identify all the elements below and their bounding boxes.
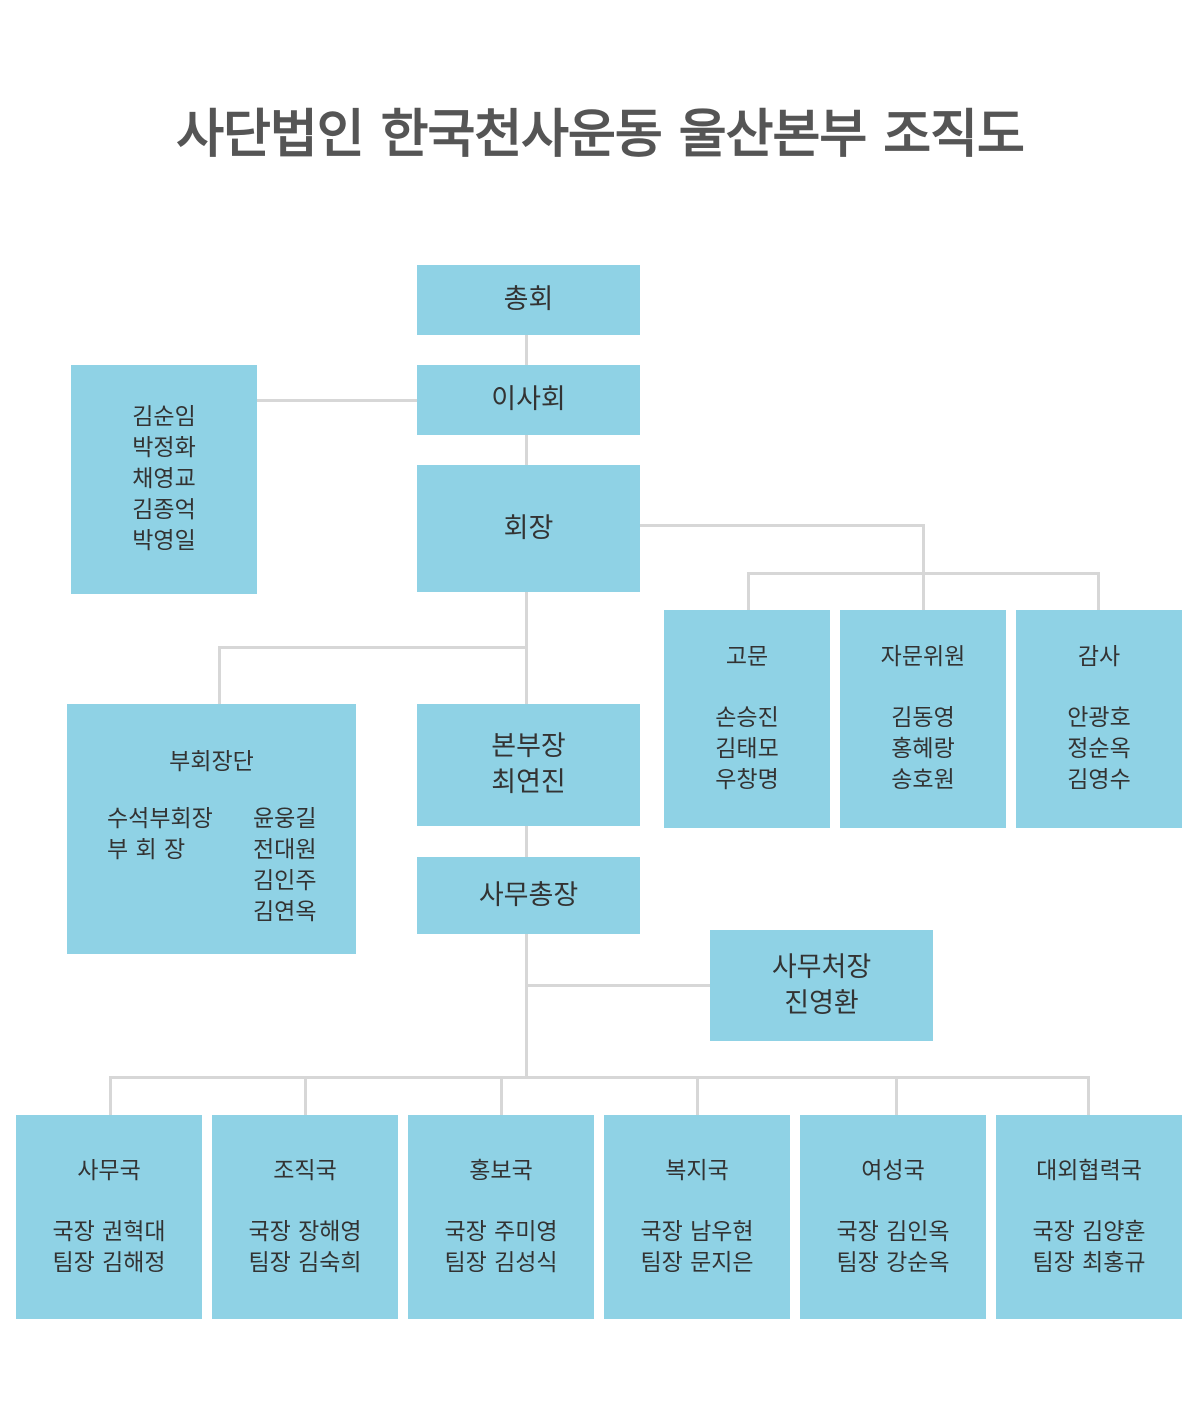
department-box: 사무국 국장 권혁대 팀장 김해정 [16, 1115, 202, 1319]
department-box: 대외협력국 국장 김양훈 팀장 최홍규 [996, 1115, 1182, 1319]
branch-head-name: 최연진 [491, 767, 566, 798]
advisor-member: 김동영 [891, 705, 955, 731]
connector-line [1087, 1076, 1090, 1115]
advisor-title: 자문위원 [880, 644, 966, 670]
department-box: 조직국 국장 장해영 팀장 김숙희 [212, 1115, 398, 1319]
board-member: 김종억 [132, 497, 196, 523]
advisor-box: 감사 안광호 정순옥 김영수 [1016, 610, 1182, 828]
department-director: 국장 김인옥 [836, 1218, 950, 1245]
board-box: 이사회 [417, 365, 640, 435]
board-member: 채영교 [132, 466, 196, 492]
department-leader: 팀장 최홍규 [1032, 1249, 1146, 1276]
advisor-box: 고문 손승진 김태모 우창명 [664, 610, 830, 828]
vice-chairs-row: 김인주 [107, 866, 316, 897]
chairman-label: 회장 [503, 512, 554, 544]
department-leader: 팀장 김해정 [52, 1249, 166, 1276]
connector-line [640, 524, 925, 527]
connector-line [109, 1076, 112, 1115]
office-head-box: 사무처장 진영환 [710, 930, 933, 1041]
department-leader: 팀장 김성식 [444, 1249, 558, 1276]
vice-name: 김인주 [253, 868, 317, 894]
office-head-name: 진영환 [784, 987, 859, 1019]
department-leader: 팀장 문지은 [640, 1249, 754, 1276]
department-name: 조직국 [273, 1157, 337, 1184]
advisor-title: 고문 [725, 644, 769, 670]
department-box: 복지국 국장 남우현 팀장 문지은 [604, 1115, 790, 1319]
general-assembly-label: 총회 [503, 284, 554, 315]
board-members-box: 김순임 박정화 채영교 김종억 박영일 [71, 365, 257, 594]
advisor-member: 우창명 [715, 767, 779, 793]
department-name: 여성국 [861, 1157, 925, 1184]
connector-line [257, 399, 417, 402]
advisor-member: 김영수 [1067, 767, 1131, 793]
connector-line [525, 934, 528, 1078]
connector-line [304, 1076, 307, 1115]
department-name: 대외협력국 [1036, 1157, 1142, 1184]
vice-role: 부 회 장 [107, 837, 186, 863]
board-member: 박정화 [132, 435, 196, 461]
connector-line [109, 1076, 1090, 1079]
connector-line [525, 826, 528, 857]
vice-name: 전대원 [253, 837, 317, 863]
department-name: 복지국 [665, 1157, 729, 1184]
board-member: 김순임 [132, 404, 196, 430]
department-name: 사무국 [77, 1157, 141, 1184]
connector-line [218, 646, 221, 704]
connector-line [500, 1076, 503, 1115]
connector-line [696, 1076, 699, 1115]
vice-chairs-table: 수석부회장 윤웅길 부 회 장 전대원 김인주 김연옥 [107, 804, 316, 928]
department-box: 홍보국 국장 주미영 팀장 김성식 [408, 1115, 594, 1319]
connector-line [218, 646, 528, 649]
senior-vice-name: 윤웅길 [253, 806, 317, 832]
vice-chairs-row: 김연옥 [107, 897, 316, 928]
advisor-member: 안광호 [1067, 705, 1131, 731]
page-title: 사단법인 한국천사운동 울산본부 조직도 [176, 105, 1025, 165]
advisor-member: 손승진 [715, 705, 779, 731]
department-director: 국장 김양훈 [1032, 1218, 1146, 1245]
advisor-title: 감사 [1077, 644, 1121, 670]
general-assembly-box: 총회 [417, 265, 640, 335]
department-director: 국장 주미영 [444, 1218, 558, 1245]
vice-chairs-row: 수석부회장 윤웅길 [107, 804, 316, 835]
advisor-member: 김태모 [715, 736, 779, 762]
secretary-general-label: 사무총장 [478, 879, 579, 911]
department-director: 국장 남우현 [640, 1218, 754, 1245]
department-leader: 팀장 김숙희 [248, 1249, 362, 1276]
connector-line [525, 435, 528, 465]
department-name: 홍보국 [469, 1157, 533, 1184]
department-director: 국장 권혁대 [52, 1218, 166, 1245]
connector-line [525, 335, 528, 365]
connector-line [747, 572, 750, 610]
department-box: 여성국 국장 김인옥 팀장 강순옥 [800, 1115, 986, 1319]
vice-name: 김연옥 [253, 899, 317, 925]
connector-line [895, 1076, 898, 1115]
connector-line [922, 524, 925, 610]
department-leader: 팀장 강순옥 [836, 1249, 950, 1276]
advisor-member: 정순옥 [1067, 736, 1131, 762]
advisor-member: 송호원 [891, 767, 955, 793]
vice-chairs-box: 부회장단 수석부회장 윤웅길 부 회 장 전대원 김인주 김연옥 [67, 704, 356, 954]
senior-vice-role: 수석부회장 [107, 806, 213, 832]
secretary-general-box: 사무총장 [417, 857, 640, 934]
branch-head-box: 본부장 최연진 [417, 704, 640, 826]
office-head-title: 사무처장 [771, 951, 872, 983]
connector-line [747, 572, 1100, 575]
board-member: 박영일 [132, 528, 196, 554]
vice-chairs-title: 부회장단 [169, 749, 254, 775]
department-director: 국장 장해영 [248, 1218, 362, 1245]
vice-chairs-row: 부 회 장 전대원 [107, 835, 316, 866]
branch-head-title: 본부장 [491, 731, 566, 762]
connector-line [1097, 572, 1100, 610]
board-label: 이사회 [491, 384, 566, 415]
chairman-box: 회장 [417, 465, 640, 592]
connector-line [525, 984, 710, 987]
advisor-box: 자문위원 김동영 홍혜랑 송호원 [840, 610, 1006, 828]
advisor-member: 홍혜랑 [891, 736, 955, 762]
